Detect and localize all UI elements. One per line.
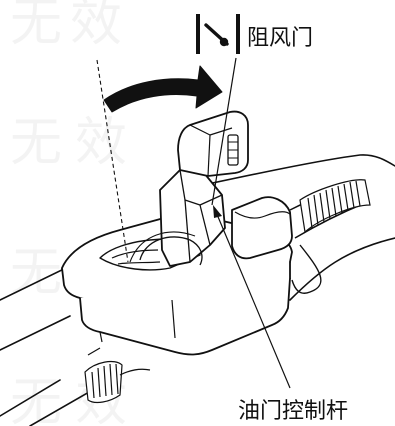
throttle-housing bbox=[61, 196, 293, 356]
choke-icon bbox=[196, 14, 240, 54]
lower-cable-coil bbox=[84, 347, 151, 404]
watermark-text: 无 bbox=[10, 373, 62, 426]
choke-direction-arrow bbox=[103, 65, 223, 113]
choke-leader-line bbox=[211, 57, 237, 206]
choke-label: 阻风门 bbox=[247, 26, 313, 51]
throttle-leader-line bbox=[215, 211, 291, 389]
watermark-text: 效 bbox=[75, 113, 127, 173]
throttle-leader-arrowhead bbox=[213, 205, 222, 218]
lever-travel-guide bbox=[96, 59, 129, 263]
watermark-text: 无 bbox=[10, 243, 62, 303]
watermark-text: 效 bbox=[70, 0, 122, 53]
watermark-text: 无 bbox=[10, 0, 62, 53]
watermark-text: 无 bbox=[10, 113, 62, 173]
throttle-lever-label: 油门控制杆 bbox=[238, 399, 348, 424]
cable-coil bbox=[299, 179, 371, 234]
